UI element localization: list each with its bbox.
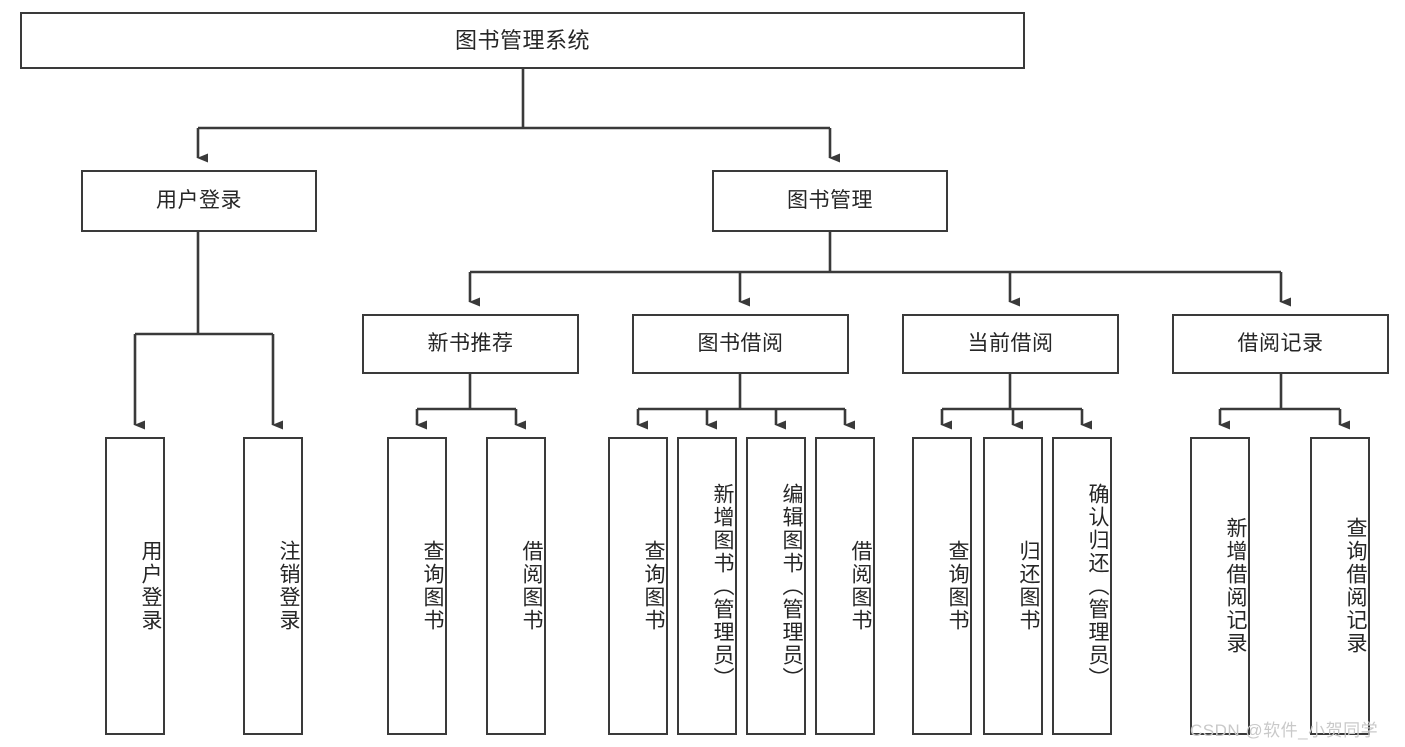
leaf-node[interactable]: 编辑图书（管理员） <box>746 437 806 735</box>
node-book-management-group[interactable]: 图书管理 <box>712 170 948 232</box>
leaf-node[interactable]: 归还图书 <box>983 437 1043 735</box>
node-label: 新增借阅记录 <box>1224 517 1247 655</box>
leaf-node[interactable]: 新增借阅记录 <box>1190 437 1250 735</box>
node-label: 用户登录 <box>156 188 242 212</box>
leaf-node[interactable]: 新增图书（管理员） <box>677 437 737 735</box>
node-label: 图书借阅 <box>697 331 784 355</box>
leaf-node[interactable]: 查询图书 <box>387 437 447 735</box>
node-label: 新增图书（管理员） <box>711 482 734 690</box>
leaf-node[interactable]: 借阅图书 <box>486 437 546 735</box>
node-new-book-recommend[interactable]: 新书推荐 <box>362 314 579 374</box>
node-label: 确认归还（管理员） <box>1086 482 1109 690</box>
node-label: 查询图书 <box>642 540 665 632</box>
leaf-node[interactable]: 查询图书 <box>912 437 972 735</box>
node-label: 编辑图书（管理员） <box>780 482 803 690</box>
node-label: 当前借阅 <box>967 331 1054 355</box>
node-label: 借阅记录 <box>1237 331 1324 355</box>
node-label: 查询图书 <box>421 540 444 632</box>
leaf-node[interactable]: 查询借阅记录 <box>1310 437 1370 735</box>
leaf-node[interactable]: 借阅图书 <box>815 437 875 735</box>
node-book-borrow[interactable]: 图书借阅 <box>632 314 849 374</box>
node-label: 图书管理系统 <box>454 27 590 53</box>
node-label: 用户登录 <box>139 540 162 632</box>
node-label: 新书推荐 <box>427 331 514 355</box>
leaf-node[interactable]: 查询图书 <box>608 437 668 735</box>
leaf-node[interactable]: 用户登录 <box>105 437 165 735</box>
node-label: 查询借阅记录 <box>1344 517 1367 655</box>
node-label: 借阅图书 <box>849 540 872 632</box>
node-label: 注销登录 <box>277 540 300 632</box>
node-borrow-records[interactable]: 借阅记录 <box>1172 314 1389 374</box>
leaf-node[interactable]: 注销登录 <box>243 437 303 735</box>
node-label: 查询图书 <box>946 540 969 632</box>
csdn-watermark: CSDN @软件_小贺同学 <box>1190 721 1379 740</box>
node-label: 图书管理 <box>787 188 873 212</box>
node-current-borrow[interactable]: 当前借阅 <box>902 314 1119 374</box>
node-root-system[interactable]: 图书管理系统 <box>20 12 1025 69</box>
leaf-node[interactable]: 确认归还（管理员） <box>1052 437 1112 735</box>
node-label: 借阅图书 <box>520 540 543 632</box>
node-user-login-group[interactable]: 用户登录 <box>81 170 317 232</box>
node-label: 归还图书 <box>1017 540 1040 632</box>
